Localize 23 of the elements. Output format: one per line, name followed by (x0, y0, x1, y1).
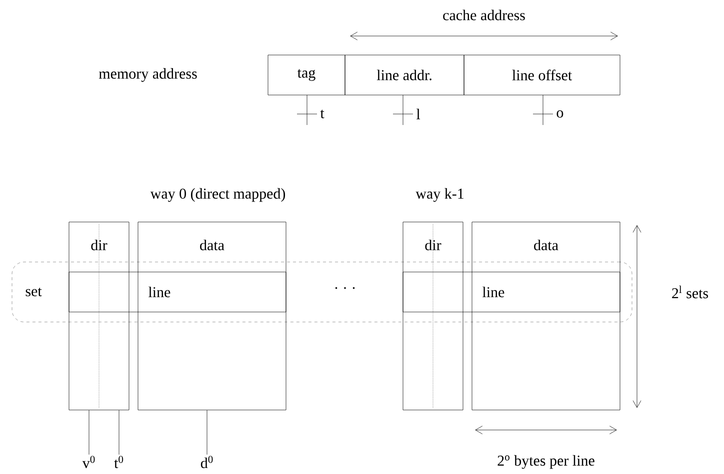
dimension-label: cache address (443, 10, 525, 20)
directory-column: dir (68, 222, 130, 410)
address-field: tag (268, 54, 346, 96)
address-field: line addr. (344, 54, 464, 96)
signal-line (118, 410, 120, 455)
signal-name: t$^{0}$ (114, 456, 124, 468)
cache-line-row: line (68, 272, 286, 312)
way-heading: way 0 (direct mapped) (150, 188, 286, 202)
bit-width-label: l (416, 108, 420, 120)
cache-line-row: line (402, 272, 620, 312)
dimension-label: 2$^{o}$ bytes per line (498, 455, 594, 469)
signal-line (88, 410, 90, 455)
way-heading: way k-1 (416, 188, 464, 202)
signal-name: d$^{0}$ (200, 456, 213, 468)
bit-width-label: o (556, 110, 564, 118)
dimension-label: 2$^{l}$ sets (672, 286, 708, 298)
signal-line (206, 410, 208, 455)
directory-column: dir (402, 222, 464, 410)
bit-width-label: t (320, 110, 324, 118)
ellipsis: · · · (335, 287, 355, 289)
label: memory address (98, 68, 197, 82)
address-field: line offset (464, 54, 620, 96)
signal-name: v$^{0}$ (82, 456, 95, 468)
